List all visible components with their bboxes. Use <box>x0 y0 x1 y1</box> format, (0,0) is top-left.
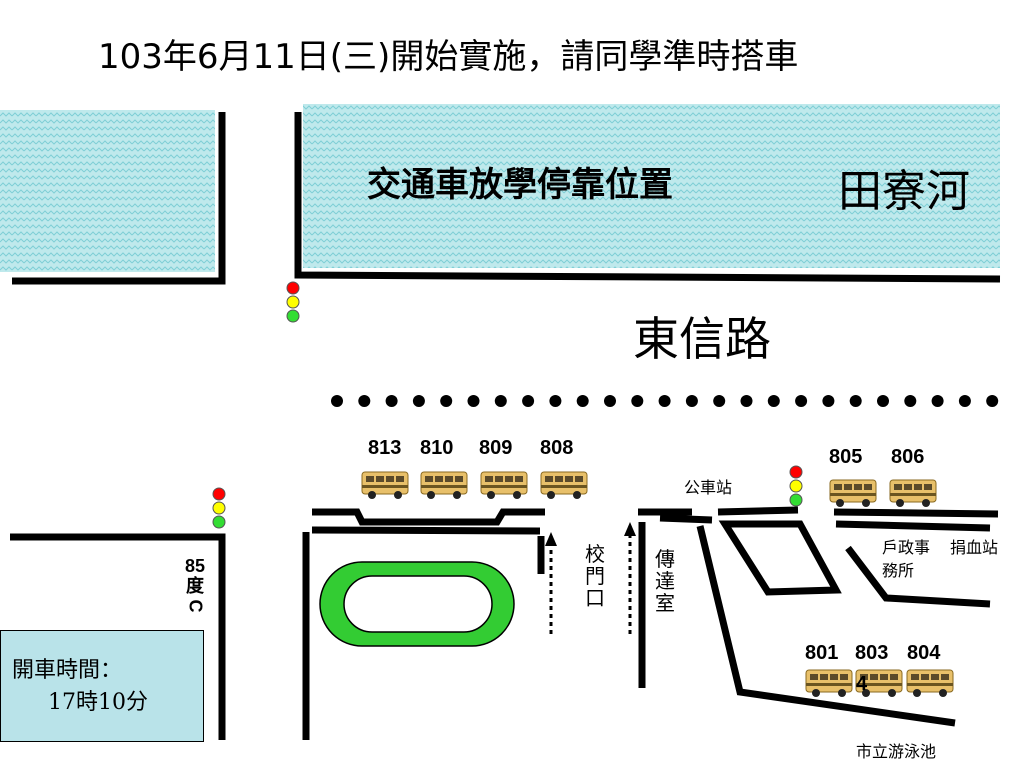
stop-area-heading: 交通車放學停靠位置 <box>367 165 673 205</box>
road-dot <box>494 395 507 407</box>
road-dot <box>767 395 780 407</box>
reception-room-label: 傳達室 <box>655 547 675 615</box>
bus-icon-808 <box>540 471 588 500</box>
bus-number-extra: 4 <box>856 673 868 695</box>
bus-number: 813 <box>368 437 402 459</box>
page-title: 103年6月11日(三)開始實施，請同學準時搭車 <box>98 37 799 77</box>
road-dot <box>549 395 562 407</box>
reception-arrow-head <box>624 522 636 536</box>
bus-icon-805 <box>829 479 877 508</box>
bus-number: 806 <box>891 446 925 468</box>
road-dot <box>385 395 398 407</box>
bus-number: 804 <box>907 642 941 664</box>
road-dot <box>604 395 616 407</box>
road-dot <box>412 395 425 407</box>
road-edge-right-top <box>717 506 799 516</box>
road-dot <box>904 395 917 407</box>
bus-icon-809 <box>480 471 528 500</box>
road-dot <box>931 395 944 407</box>
road-dot <box>877 395 889 407</box>
road-edge-east-top <box>833 508 999 518</box>
bus-icon-810 <box>420 471 468 500</box>
swimming-pool-label: 市立游泳池 <box>856 742 937 761</box>
departure-label: 開車時間： <box>12 658 123 683</box>
road-dot <box>522 395 535 407</box>
bus-stop-label: 公車站 <box>684 478 733 497</box>
school-gate-label: 校門口 <box>585 542 605 610</box>
road-dot <box>685 395 698 407</box>
road-dot <box>631 395 644 407</box>
traffic-light-east <box>789 465 803 507</box>
bus-number: 810 <box>420 437 454 459</box>
bus-number: 808 <box>540 437 574 459</box>
gate-arrow-head <box>545 532 557 546</box>
bus-icon-804 <box>906 669 954 698</box>
departure-time: 17時10分 <box>48 690 148 715</box>
departure-time-box <box>0 630 204 742</box>
road-label: 東信路 <box>633 312 771 366</box>
road-dot <box>467 395 480 407</box>
bus-icon-813 <box>361 471 409 500</box>
temperature-unit-symbol: C <box>185 599 205 613</box>
road-edge-school-front <box>311 526 541 535</box>
road-edge-mid-front <box>659 514 713 524</box>
road-dot <box>331 395 343 407</box>
bus-icon-801 <box>805 669 853 698</box>
road-dot <box>849 395 862 407</box>
bus-icon-806 <box>889 479 937 508</box>
road-edge-east-angle <box>845 545 991 608</box>
road-dot <box>740 395 753 407</box>
road-edge-diag <box>696 525 956 727</box>
road-dot <box>822 395 835 407</box>
temperature-unit-char: 度 <box>186 576 204 596</box>
road-dotted-line <box>331 395 999 407</box>
road-dot <box>440 395 453 407</box>
road-dot <box>576 395 589 407</box>
river-area-right <box>303 104 1000 268</box>
road-edge-right-corner <box>294 112 1001 283</box>
temperature-reading: 85 度 C <box>180 556 210 616</box>
road-edge-left-corner <box>12 112 226 285</box>
bus-number: 805 <box>829 446 863 468</box>
traffic-light-top <box>286 281 300 323</box>
river-label: 田寮河 <box>838 166 970 217</box>
road-edge-school-top <box>312 508 545 526</box>
blood-station-label: 捐血站 <box>950 538 999 557</box>
road-edge-west <box>10 533 226 740</box>
road-edge-quad <box>718 520 842 596</box>
temperature-value: 85 <box>184 556 206 576</box>
traffic-light-west <box>212 487 226 529</box>
bus-number: 803 <box>855 642 889 664</box>
bus-number: 809 <box>479 437 513 459</box>
running-track-infield <box>343 575 493 633</box>
road-dot <box>795 395 808 407</box>
household-office-label: 戶政事 <box>882 538 931 557</box>
household-office-label-line2: 務所 <box>882 561 915 580</box>
bus-number: 801 <box>805 642 839 664</box>
road-dot <box>358 395 371 407</box>
road-dot <box>986 395 999 407</box>
road-dot <box>958 395 971 407</box>
road-dot <box>658 395 671 407</box>
road-edge-east-lower <box>835 520 991 532</box>
road-dot <box>713 395 726 407</box>
river-area-left <box>0 110 215 272</box>
